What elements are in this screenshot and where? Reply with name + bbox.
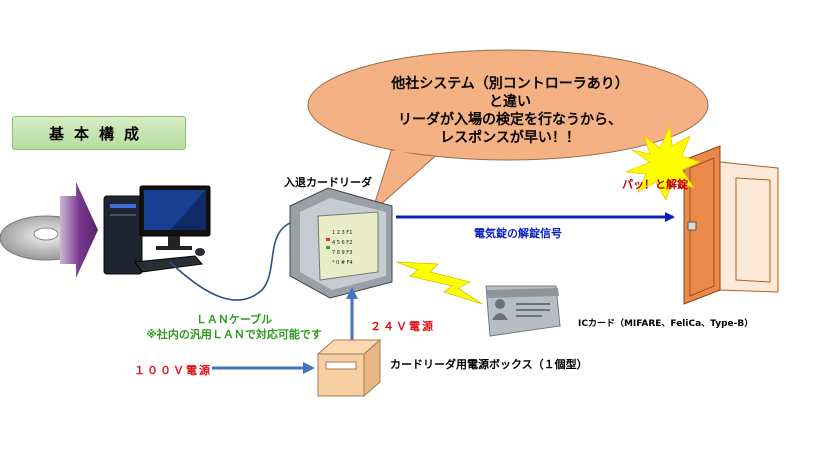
power-24v-label: ２４Ｖ電源 [370, 320, 435, 333]
computer-icon [103, 185, 211, 275]
power-box-label: カードリーダ用電源ボックス（１個型） [390, 358, 588, 371]
lan-cable-label: ＬＡＮケーブル [195, 313, 273, 326]
lan-note-label: ※社内の汎用ＬＡＮで対応可能です [146, 328, 322, 341]
title-badge: 基本構成 [12, 116, 186, 150]
unlock-burst-label: パッ！と解錠 [622, 178, 688, 191]
power-box-icon [316, 338, 382, 398]
bubble-line: 他社システム（別コントローラあり） [391, 76, 629, 92]
lan-cable-line [169, 219, 301, 301]
bubble-line: レスポンスが早い！！ [440, 130, 580, 146]
door-icon [683, 145, 779, 305]
speech-bubble [307, 49, 709, 214]
reader-label: 入退カードリーダ [284, 176, 372, 189]
id-card-icon [485, 285, 561, 337]
bubble-line: と違い [489, 94, 531, 110]
purple-arrow-icon [60, 182, 98, 278]
card-reader-icon: 1 2 3 F1 4 5 6 F2 7 8 9 F3 * 0 # F4 [289, 187, 393, 299]
ic-card-label: ICカード（MIFARE、FeliCa、Type-B） [578, 319, 754, 329]
svg-text:4 5 6 F2: 4 5 6 F2 [332, 240, 352, 246]
starburst-icon [625, 124, 702, 202]
unlock-signal-label: 電気錠の解錠信号 [474, 227, 562, 240]
svg-text:7 8 9 F3: 7 8 9 F3 [332, 250, 352, 256]
power-100v-label: １００Ｖ電源 [134, 364, 212, 377]
speech-bubble-text: 他社システム（別コントローラあり） と違い リーダが入場の検定を行なうから、 レ… [330, 75, 690, 147]
svg-text:* 0 # F4: * 0 # F4 [332, 260, 353, 266]
svg-text:1 2 3 F1: 1 2 3 F1 [332, 230, 352, 236]
lightning-icon [395, 261, 483, 305]
bubble-line: リーダが入場の検定を行なうから、 [398, 112, 622, 128]
